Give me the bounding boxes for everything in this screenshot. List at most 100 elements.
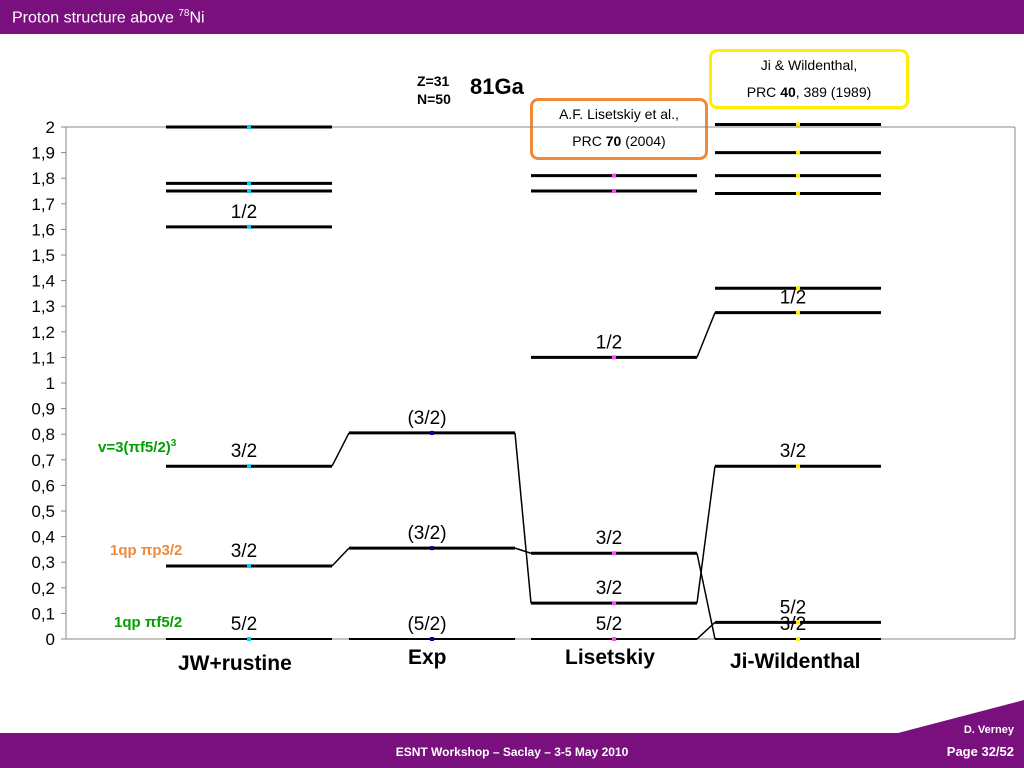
level-label: 1/2 <box>231 202 257 223</box>
v3-exponent: 3 <box>170 438 177 449</box>
lisetskiy-volume: 70 <box>605 133 622 149</box>
lisetskiy-year: (2004) <box>621 133 666 149</box>
lisetskiy-citation: PRC 70 (2004) <box>533 128 705 155</box>
level-marker <box>612 189 616 193</box>
level-label: (5/2) <box>407 614 446 635</box>
level-marker <box>612 355 616 360</box>
label-1qp-f52: 1qp πf5/2 <box>114 614 182 631</box>
ji-citation: PRC 40, 389 (1989) <box>712 79 906 106</box>
v3-prefix: v=3( <box>98 439 129 456</box>
slide-title: Proton structure above 78Ni <box>12 8 205 27</box>
proton-number: Z=31 <box>417 73 450 89</box>
level-label: 1/2 <box>780 288 806 309</box>
footer-workshop: ESNT Workshop – Saclay – 3-5 May 2010 <box>395 745 629 759</box>
level-lines <box>166 122 881 640</box>
level-marker <box>796 620 800 625</box>
level-labels: 5/23/23/21/2(5/2)(3/2)(3/2)5/23/23/21/23… <box>231 202 806 635</box>
lisetskiy-journal: PRC <box>572 133 606 149</box>
y-tick-label: 0,4 <box>31 528 55 547</box>
level-marker <box>247 189 251 193</box>
ji-pages-year: , 389 (1989) <box>795 84 872 100</box>
level-label: 5/2 <box>231 614 257 635</box>
y-tick-label: 0,5 <box>31 502 55 521</box>
level-markers <box>247 122 800 641</box>
level-label: (3/2) <box>407 523 446 544</box>
y-tick-label: 0 <box>46 630 55 649</box>
lisetskiy-authors: A.F. Lisetskiy et al., <box>559 106 679 122</box>
level-marker <box>612 601 616 606</box>
column-name-lisetskiy: Lisetskiy <box>565 646 655 669</box>
level-label: (3/2) <box>407 408 446 429</box>
y-tick-label: 0,2 <box>31 579 55 598</box>
y-tick-label: 1 <box>46 374 55 393</box>
connector-lines <box>331 312 716 640</box>
footer-bar: ESNT Workshop – Saclay – 3-5 May 2010 <box>0 733 1024 768</box>
level-label: 3/2 <box>596 528 622 549</box>
level-marker <box>430 546 434 551</box>
level-marker <box>796 637 800 641</box>
p32-orbital: p3/2 <box>152 542 183 559</box>
connector-line <box>696 466 716 604</box>
nucleus-zn: Z=31 N=50 <box>417 72 451 108</box>
y-tick-label: 1,9 <box>31 144 55 163</box>
nucleus-name: 81Ga <box>470 74 524 99</box>
y-tick-label: 0,6 <box>31 476 55 495</box>
v3-pi-symbol: π <box>128 439 140 456</box>
level-marker <box>612 551 616 556</box>
level-marker <box>796 464 800 469</box>
footer-author: D. Verney <box>963 724 1014 736</box>
level-label: 5/2 <box>780 597 806 618</box>
y-tick-label: 1,2 <box>31 323 55 342</box>
p32-pi-symbol: π <box>140 542 153 559</box>
level-label: 1/2 <box>596 332 622 353</box>
y-tick-label: 2 <box>46 118 55 137</box>
level-marker <box>796 286 800 291</box>
ji-reference-box: Ji & Wildenthal, PRC 40, 389 (1989) <box>709 49 909 109</box>
f52-orbital: f5/2 <box>156 614 183 631</box>
column-name-exp: Exp <box>408 646 447 669</box>
y-tick-label: 0,1 <box>31 604 55 623</box>
level-marker <box>247 464 251 469</box>
title-text: Proton structure above <box>12 9 174 27</box>
f52-prefix: 1qp <box>114 614 145 631</box>
y-tick-label: 0,9 <box>31 400 55 419</box>
level-marker <box>430 430 434 435</box>
level-marker <box>796 173 800 178</box>
column-name-ji-wildenthal: Ji-Wildenthal <box>730 650 861 673</box>
level-label: 3/2 <box>596 578 622 599</box>
y-tick-label: 1,3 <box>31 297 55 316</box>
level-marker <box>247 224 251 229</box>
level-marker <box>796 310 800 315</box>
y-tick-label: 1,4 <box>31 272 55 291</box>
label-v3-configuration: v=3(πf5/2)3 <box>98 438 176 456</box>
v3-orbital: f5/2) <box>139 439 171 456</box>
level-label: 5/2 <box>596 614 622 635</box>
connector-line <box>514 547 532 554</box>
title-bar: Proton structure above 78Ni <box>0 0 1024 34</box>
y-tick-label: 1,5 <box>31 246 55 265</box>
title-superscript: 78 <box>178 8 190 19</box>
connector-line <box>696 621 716 640</box>
ji-volume: 40 <box>780 84 796 100</box>
y-tick-label: 1,8 <box>31 169 55 188</box>
level-marker <box>612 637 616 641</box>
f52-pi-symbol: π <box>144 614 157 631</box>
y-tick-label: 1,1 <box>31 348 55 367</box>
y-tick-label: 1,7 <box>31 195 55 214</box>
ji-authors: Ji & Wildenthal, <box>760 57 858 73</box>
y-tick-label: 0,3 <box>31 553 55 572</box>
connector-line <box>331 547 350 567</box>
title-element: Ni <box>189 9 205 27</box>
connector-line <box>514 432 532 604</box>
neutron-number: N=50 <box>417 91 451 107</box>
y-axis: 00,10,20,30,40,50,60,70,80,911,11,21,31,… <box>31 118 1016 649</box>
connector-line <box>331 432 350 467</box>
y-tick-label: 0,8 <box>31 425 55 444</box>
level-marker <box>247 181 251 186</box>
level-marker <box>796 150 800 155</box>
ji-journal: PRC <box>746 84 781 100</box>
column-name-jw-rustine: JW+rustine <box>178 652 292 675</box>
level-label: 3/2 <box>231 441 257 462</box>
connector-line <box>696 312 716 358</box>
